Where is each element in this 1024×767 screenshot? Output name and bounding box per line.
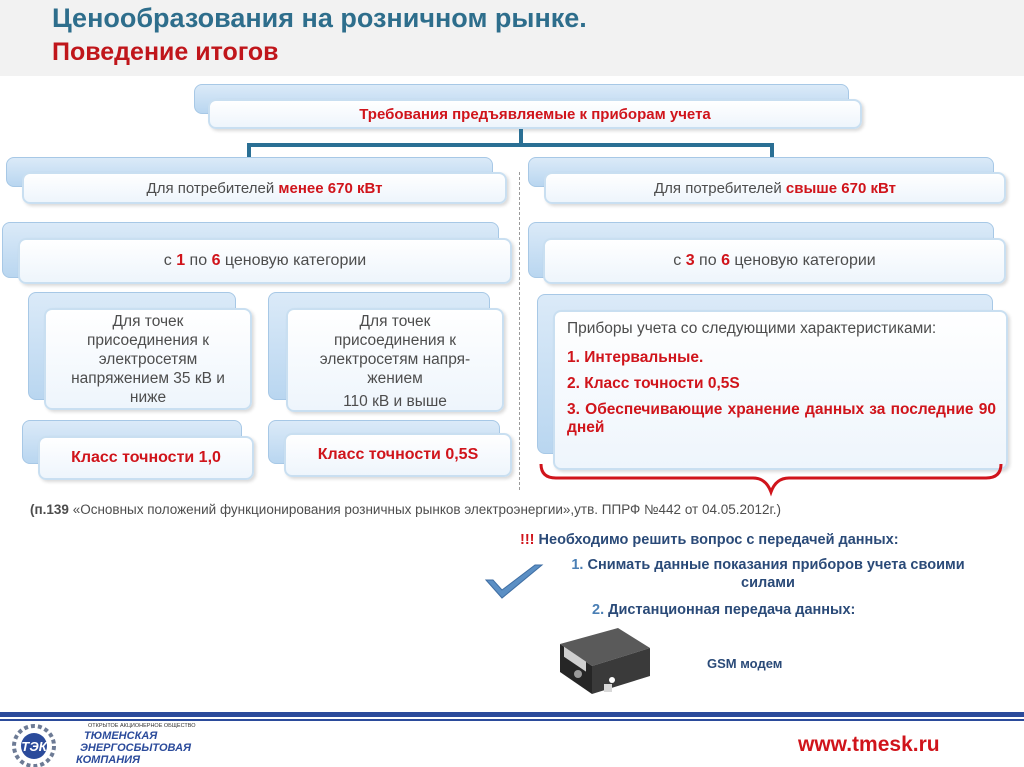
page-subtitle: Поведение итогов [52, 38, 279, 66]
notice-item-1: 1. Снимать данные показания приборов уче… [548, 556, 988, 592]
cat-number: 3 [685, 252, 695, 269]
branch-divider [519, 172, 520, 490]
company-small: ОТКРЫТОЕ АКЦИОНЕРНОЕ ОБЩЕСТВО [88, 723, 196, 729]
svg-text:ТЭК: ТЭК [21, 739, 47, 754]
company-logo: ТЭК [12, 724, 56, 767]
devices-item-2: 2. Класс точности 0,5S [567, 375, 740, 392]
header-band [0, 0, 1024, 76]
left-categories-box: с 1 по 6 ценовую категории [18, 238, 512, 284]
modem-label: GSM модем [707, 656, 783, 671]
company-name-line1: ТЮМЕНСКАЯ [84, 730, 158, 742]
cat-number: 6 [211, 252, 221, 269]
right-consumers-prefix: Для потребителей [654, 179, 786, 197]
sub-right-text: Для точек присоединения к электросетям н… [319, 313, 471, 387]
notice-item-1-text: Снимать данные показания приборов учета … [583, 557, 969, 591]
right-consumers-box: Для потребителей свыше 670 кВт [544, 172, 1006, 204]
class-right-label: Класс точности 0,5S [317, 446, 479, 463]
top-requirement-box: Требования предъявляемые к приборам учет… [208, 99, 862, 129]
cat-text: по [694, 252, 722, 269]
sub-right-text2: 110 кВ и выше [343, 393, 447, 410]
website-link[interactable]: www.tmesk.ru [798, 733, 940, 756]
cat-text: с [163, 252, 177, 269]
notice-heading: !!! Необходимо решить вопрос с передачей… [520, 532, 899, 548]
sub-left-text: Для точек присоединения к электросетям н… [71, 312, 225, 406]
curly-brace [539, 463, 1003, 497]
footer-line-top [0, 712, 1024, 717]
company-name-line2: ЭНЕРГОСБЫТОВАЯ [80, 742, 192, 754]
devices-box: Приборы учета со следующими характеристи… [553, 310, 1008, 470]
left-consumers-box: Для потребителей менее 670 кВт [22, 172, 507, 204]
devices-item-3: 3. Обеспечивающие хранение данных за пос… [567, 401, 996, 436]
notice-item-2-num: 2. [592, 602, 605, 618]
top-requirement-label: Требования предъявляемые к приборам учет… [359, 105, 711, 123]
notice-marks: !!! [520, 532, 535, 548]
reference-line: (п.139 «Основных положений функционирова… [30, 502, 1020, 517]
company-name-line3: КОМПАНИЯ [76, 754, 141, 766]
cat-number: 1 [176, 252, 186, 269]
reference-bold: (п.139 [30, 502, 69, 517]
sub-left-box: Для точек присоединения к электросетям н… [44, 308, 252, 410]
page-title: Ценообразования на розничном рынке. [52, 3, 587, 33]
notice-item-2: 2. Дистанционная передача данных: [592, 602, 855, 618]
cat-number: 6 [721, 252, 730, 269]
cat-text: ценовую категории [729, 252, 876, 269]
class-left-box: Класс точности 1,0 [38, 436, 254, 480]
devices-intro: Приборы учета со следующими характеристи… [567, 320, 937, 337]
notice-item-2-text: Дистанционная передача данных: [604, 602, 856, 618]
right-consumers-highlight: свыше 670 кВт [785, 179, 896, 197]
sub-right-box: Для точек присоединения к электросетям н… [286, 308, 504, 412]
checkmark-icon [484, 564, 544, 599]
connector [519, 129, 523, 146]
notice-item-1-num: 1. [571, 557, 584, 573]
class-left-label: Класс точности 1,0 [71, 449, 221, 466]
cat-text: ценовую категории [220, 252, 367, 269]
devices-item-1: 1. Интервальные. [567, 349, 704, 366]
connector [247, 143, 774, 147]
gsm-modem-image [560, 628, 650, 694]
cat-text: по [185, 252, 212, 269]
connector [247, 143, 251, 159]
left-consumers-prefix: Для потребителей [146, 179, 279, 197]
class-right-box: Класс точности 0,5S [284, 433, 512, 477]
left-consumers-highlight: менее 670 кВт [278, 179, 383, 197]
footer-line-bottom [0, 719, 1024, 721]
connector [770, 143, 774, 159]
right-categories-box: с 3 по 6 ценовую категории [543, 238, 1006, 284]
reference-text: «Основных положений функционирования роз… [68, 502, 782, 517]
notice-text: Необходимо решить вопрос с передачей дан… [534, 532, 899, 548]
cat-text: с [673, 252, 686, 269]
